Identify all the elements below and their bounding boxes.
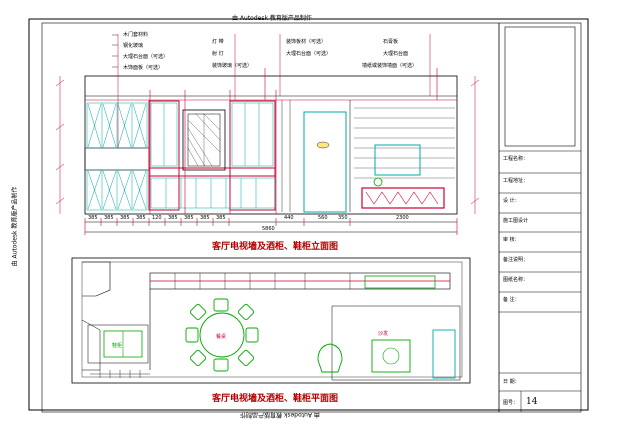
elevation-title: 客厅电视墙及酒柜、鞋柜立面图: [212, 242, 339, 252]
callout-label: 大理石台面（可选）: [123, 54, 169, 60]
plan-label-table: 餐桌: [216, 334, 227, 340]
dimension-label: 385: [104, 215, 114, 221]
title-block-label: 工程名称：: [503, 156, 529, 162]
elevation-drawing: [55, 34, 480, 235]
watermark-bottom: 由 Autodesk 教育版产品制作: [240, 411, 320, 418]
title-block-label: 审 核：: [503, 237, 520, 243]
title-block-label: 备注说明：: [503, 257, 529, 263]
callout-label: 装饰板材（可选）: [286, 39, 327, 45]
title-block-label: 图纸名称：: [503, 277, 529, 283]
dimension-label: 2300: [396, 215, 409, 221]
title-block-label: 工程地址：: [503, 178, 529, 184]
sheet-number-label: 图号：: [503, 400, 519, 406]
dimension-total-label: 5860: [262, 226, 275, 232]
title-block-label: 备 注：: [503, 297, 520, 303]
watermark-top: 由 Autodesk 教育版产品制作: [232, 15, 312, 22]
callout-label: 木饰面板（可选）: [123, 65, 164, 71]
callout-label: 装饰玻璃（可选）: [212, 63, 253, 69]
title-block-label: 设 计：: [503, 198, 520, 204]
title-block-label: 施工图设计: [503, 218, 529, 224]
dimension-label: 385: [88, 215, 98, 221]
callout-label: 木门套材料: [123, 32, 149, 38]
callout-label: 墙纸或装饰墙面（可选）: [362, 63, 418, 69]
title-block-label: 日 期：: [503, 379, 520, 385]
outer-frame: [28, 18, 589, 411]
plan-label-cabinet: 鞋柜: [112, 343, 123, 349]
sheet-number: 14: [526, 397, 538, 407]
dimension-label: 385: [216, 215, 226, 221]
dimension-label: 120: [152, 215, 162, 221]
dimension-label: 385: [120, 215, 130, 221]
watermark-left: 由 Autodesk 教育版产品制作: [11, 186, 19, 267]
title-block-grid: [499, 150, 581, 412]
dimension-label: 350: [338, 215, 348, 221]
callout-label: 射 灯: [212, 51, 224, 57]
plan-drawing: [71, 257, 471, 384]
dimension-label: 440: [284, 215, 294, 221]
callout-label: 大理石台面（可选）: [286, 51, 332, 57]
dimension-label: 385: [136, 215, 146, 221]
callout-label: 石膏板: [383, 39, 399, 45]
plan-label-sofa: 沙发: [378, 331, 389, 337]
title-block-logo-box: [504, 26, 576, 147]
callout-label: 大理石台面: [383, 51, 409, 57]
dimension-label: 385: [200, 215, 210, 221]
callout-label: 钢化玻璃: [123, 43, 144, 49]
inner-frame: [41, 22, 582, 413]
callout-label: 灯 带: [212, 39, 224, 45]
dimension-label: 385: [168, 215, 178, 221]
dimension-label: 560: [318, 215, 328, 221]
dimension-label: 385: [184, 215, 194, 221]
plan-title: 客厅电视墙及酒柜、鞋柜平面图: [212, 394, 339, 404]
